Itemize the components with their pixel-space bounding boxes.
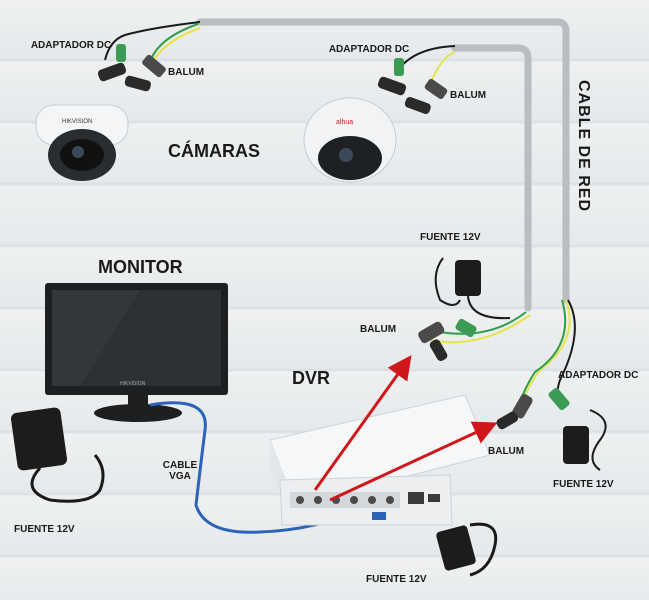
camera2-yellow-wire bbox=[429, 51, 456, 86]
camera2-balun bbox=[424, 78, 448, 100]
camera2-connector bbox=[377, 76, 407, 96]
label-balum-2: BALUM bbox=[450, 90, 487, 101]
label-camaras: CÁMARAS bbox=[168, 141, 260, 161]
camera-2: alhua bbox=[303, 97, 397, 183]
label-balum-left: BALUM bbox=[360, 324, 397, 335]
power-supply-bottom bbox=[436, 522, 498, 577]
camera2-dc-adapter bbox=[394, 58, 404, 76]
power-supply-right bbox=[563, 409, 607, 471]
right-dc-adapter bbox=[548, 387, 570, 411]
left-balun-yellow-wire bbox=[429, 314, 531, 344]
label-fuente-12v-right: FUENTE 12V bbox=[553, 479, 614, 490]
label-cable-vga: CABLE VGA bbox=[162, 460, 198, 482]
left-balun bbox=[418, 321, 445, 344]
power-supply-left bbox=[10, 407, 105, 503]
right-balun-bnc bbox=[496, 411, 519, 430]
label-dvr: DVR bbox=[292, 368, 331, 388]
label-monitor: MONITOR bbox=[98, 257, 183, 277]
label-adaptador-dc-2: ADAPTADOR DC bbox=[328, 44, 410, 55]
label-cable-de-red: CABLE DE RED bbox=[575, 80, 592, 213]
camera1-brand: HIKVISION bbox=[62, 119, 92, 125]
dvr bbox=[269, 394, 491, 526]
camera2-brand: alhua bbox=[336, 119, 353, 126]
camera2-bnc bbox=[404, 96, 431, 114]
network-cable-inner bbox=[451, 44, 532, 312]
label-fuente-12v-top: FUENTE 12V bbox=[420, 232, 481, 243]
left-balun-green-wire bbox=[439, 311, 527, 335]
camera1-connector bbox=[97, 62, 127, 82]
label-adaptador-dc-1: ADAPTADOR DC bbox=[30, 40, 112, 51]
camera-1: HIKVISION bbox=[35, 104, 129, 181]
monitor: HIKVISION bbox=[45, 283, 228, 422]
power-supply-top bbox=[434, 257, 511, 320]
label-adaptador-dc-3: ADAPTADOR DC bbox=[558, 370, 639, 381]
label-fuente-12v-left: FUENTE 12V bbox=[14, 524, 75, 535]
label-balum-3: BALUM bbox=[488, 446, 525, 457]
monitor-brand: HIKVISION bbox=[120, 381, 146, 387]
camera1-balun bbox=[142, 54, 166, 78]
arrow-balum-left bbox=[313, 355, 412, 491]
left-balun-bnc bbox=[429, 339, 448, 362]
camera1-power-wire bbox=[104, 21, 201, 61]
label-fuente-12v-bottom: FUENTE 12V bbox=[366, 574, 427, 585]
camera1-dc-adapter bbox=[116, 44, 126, 62]
right-balun bbox=[512, 394, 533, 419]
left-balun-dc bbox=[455, 318, 477, 338]
arrow-balum-right bbox=[329, 421, 498, 502]
label-balum-1: BALUM bbox=[168, 67, 205, 78]
camera1-bnc bbox=[124, 75, 151, 92]
network-cable-outer bbox=[196, 18, 570, 304]
